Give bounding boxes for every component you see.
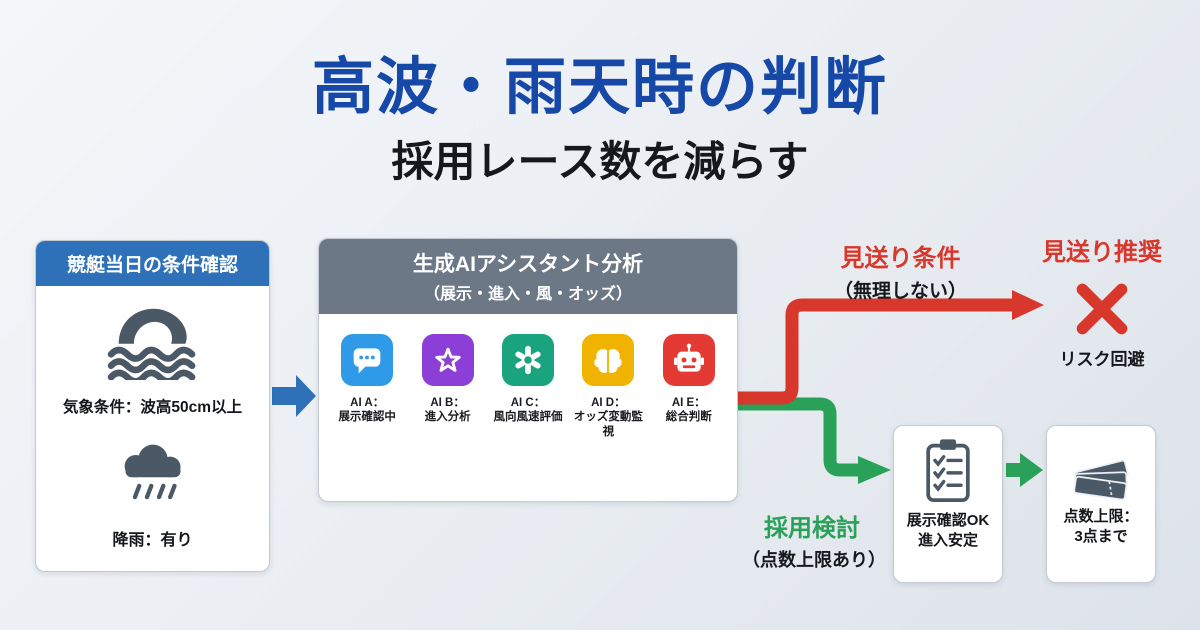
skip-label-text: 見送り条件 [840,245,961,272]
adopt-label-text: 採用検討 [764,515,860,542]
skip-sublabel-text: （無理しない） [833,281,967,302]
arrow-adopt-line [738,397,860,477]
chat-icon [341,334,394,386]
ai-item-b: AI B： 進入分析 [409,334,487,425]
ai-agent-row: AI A： 展示確認中 AI B： 進入分析 [319,314,737,440]
ai-item-desc: 展示確認中 [338,411,396,423]
skip-branch-label: 見送り条件 （無理しない） [818,238,983,303]
knot-icon [501,334,554,386]
limit-box-line1: 点数上限： [1063,508,1139,525]
tickets-icon [1073,459,1129,501]
star-icon [421,334,474,386]
ai-item-desc: 風向風速評価 [493,411,563,423]
ai-item-name: AI E： [671,397,706,409]
weather-condition-text: 気象条件：波高50cm以上 [62,399,243,416]
check-box-line2: 進入安定 [917,532,978,550]
ai-item-desc: 進入分析 [424,411,471,423]
brain-icon [582,334,635,386]
ai-item-d: AI D： オッズ変動監視 [569,334,647,440]
skip-result-title: 見送り推奨 [1042,239,1162,266]
check-result-box: 展示確認OK 進入安定 [893,425,1003,583]
robot-icon [662,334,715,386]
ai-item-name: AI C： [510,397,546,409]
ai-item-e: AI E： 総合判断 [650,334,728,425]
condition-box-header: 競艇当日の条件確認 [36,241,269,286]
arrow-condition-to-ai [272,375,316,417]
skip-result-caption: リスク回避 [1059,350,1145,369]
x-mark-icon [1070,277,1134,341]
rain-cloud-icon [124,444,181,500]
ai-item-name: AI A： [350,397,385,409]
ai-item-a: AI A： 展示確認中 [328,334,406,425]
condition-box-body: 気象条件：波高50cm以上 降雨：有り [36,286,269,550]
ai-item-desc: オッズ変動監視 [573,411,643,438]
ai-item-c: AI C： 風向風速評価 [489,334,567,425]
clipboard-icon [926,439,970,502]
limit-result-box: 点数上限： 3点まで [1046,425,1156,583]
ai-item-desc: 総合判断 [665,411,712,423]
limit-box-line2: 3点まで [1074,528,1128,546]
ai-item-name: AI D： [591,397,626,409]
adopt-sublabel-text: （点数上限あり） [742,550,886,570]
arrow-adopt-head [858,456,891,484]
page-title: 高波・雨天時の判断 [311,53,888,122]
wave-icon [107,308,195,385]
page-subtitle: 採用レース数を減らす [391,138,809,185]
arrow-check-to-limit [1006,453,1043,487]
ai-analysis-box: 生成AIアシスタント分析 （展示・進入・風・オッズ） AI A： 展示確認中 [318,238,738,502]
skip-result: 見送り推奨 リスク回避 [1032,232,1172,370]
ai-box-subtitle: （展示・進入・風・オッズ） [423,286,632,303]
arrow-skip-line [738,298,1014,405]
ai-item-name: AI B： [430,397,465,409]
ai-box-header: 生成AIアシスタント分析 （展示・進入・風・オッズ） [319,239,737,314]
check-box-line1: 展示確認OK [906,512,990,529]
adopt-branch-label: 採用検討 （点数上限あり） [742,508,886,572]
rainfall-text: 降雨：有り [112,532,193,549]
ai-box-title: 生成AIアシスタント分析 [412,253,644,276]
condition-box: 競艇当日の条件確認 気象条件：波高50cm以上 [35,240,270,572]
